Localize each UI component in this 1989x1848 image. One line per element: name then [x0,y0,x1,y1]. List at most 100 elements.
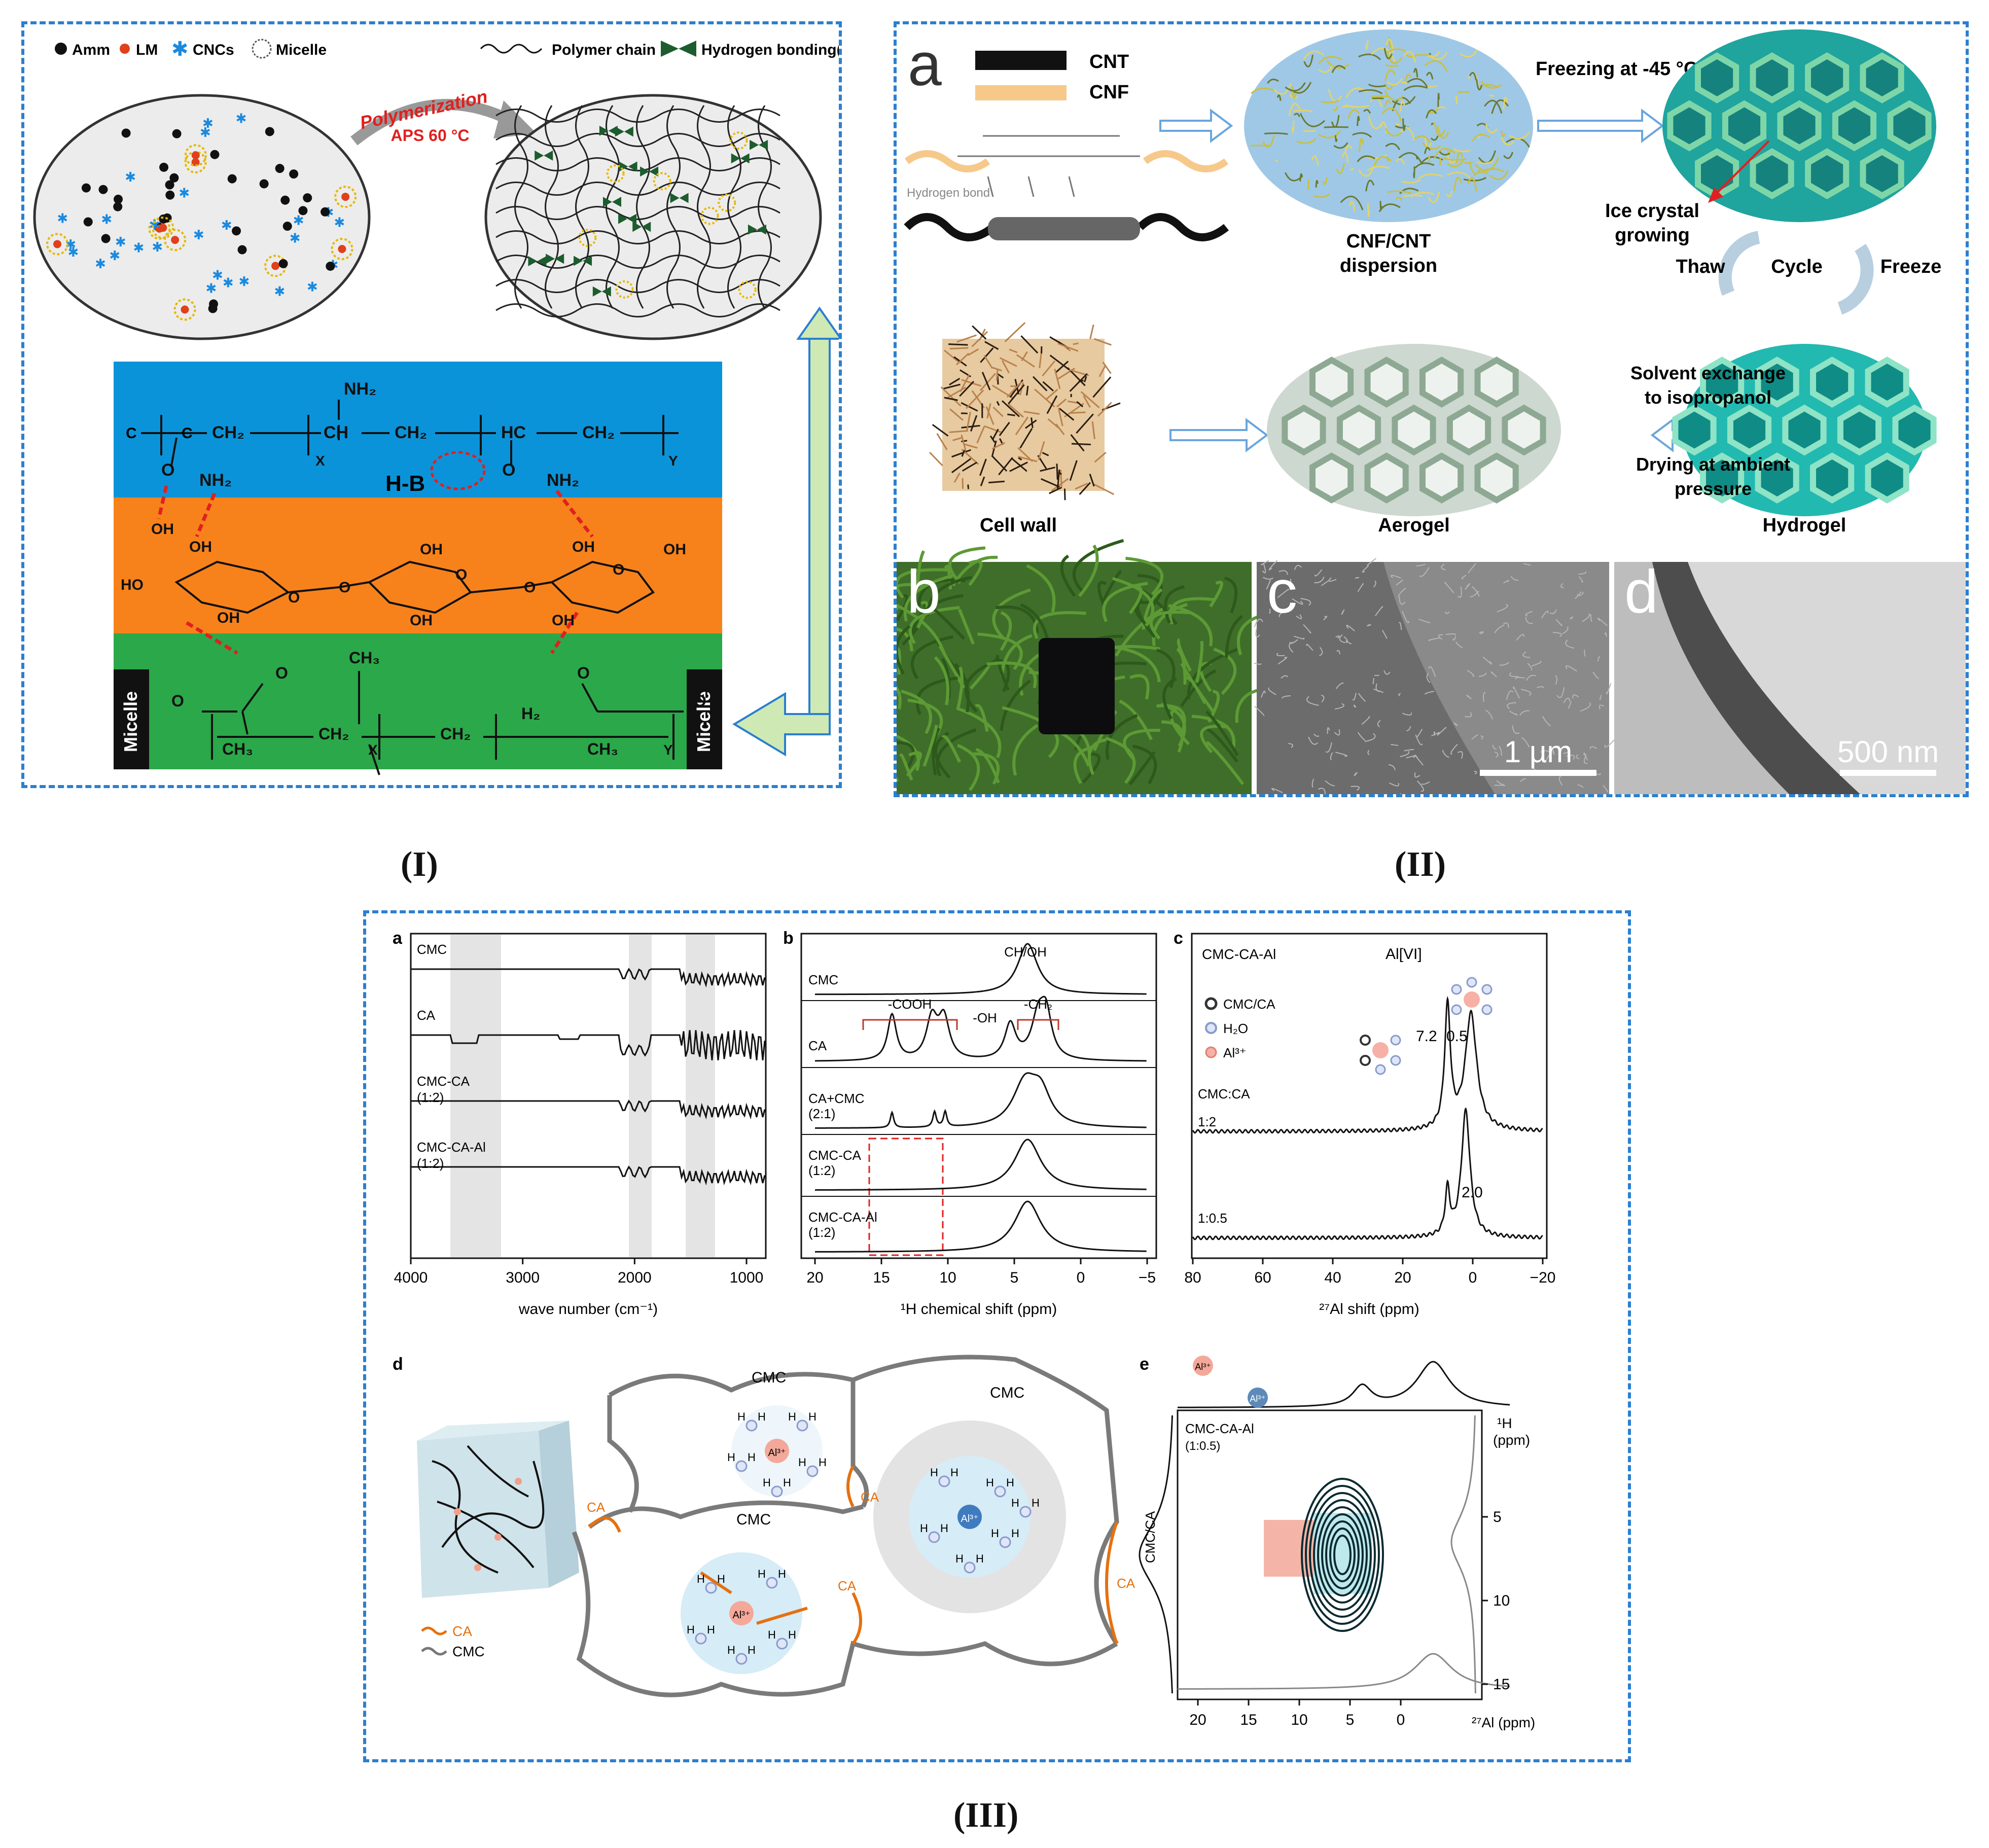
legend-lm: LM [136,42,158,58]
hbond-text: Hydrogen bond [907,186,990,200]
svg-text:✱: ✱ [238,274,250,289]
h-atom: H [748,1451,756,1464]
svg-text:CMC-CA: CMC-CA [808,1148,862,1163]
svg-text:(2:1): (2:1) [808,1106,835,1121]
svg-text:✱: ✱ [206,281,217,296]
tick-label: 0 [1077,1269,1085,1286]
svg-text:✱: ✱ [212,267,223,282]
svg-text:CA: CA [417,1008,436,1023]
cell-wall-block [929,322,1121,501]
svg-text:OH: OH [663,541,686,558]
svg-text:✱: ✱ [152,239,163,255]
aps-label: APS 60 °C [390,126,469,145]
svg-text:CMC-CA-Al: CMC-CA-Al [808,1210,877,1225]
h-atom: H [808,1410,816,1423]
svg-text:✱: ✱ [307,279,318,295]
acrylamide-structure: NH₂ CH₂ CH CH₂ HC CH₂ X Y O NH₂ O NH₂ [161,379,678,490]
solvent-label-2: to isopropanol [1645,387,1771,408]
plot-c-legend-h2o: H₂O [1223,1021,1248,1036]
svg-text:(1:2): (1:2) [808,1163,835,1178]
panel-ii-a-label: a [908,30,942,98]
svg-text:✱: ✱ [274,284,286,299]
tick-label: −20 [1530,1269,1556,1286]
hydrogel-label: Hydrogel [1763,515,1846,536]
network-cube [417,1420,579,1598]
freeze-label: Freeze [1880,256,1941,277]
svg-text:(1:2): (1:2) [417,1156,444,1171]
plot-b-frame [800,933,1157,1259]
plot-d-label: d [393,1355,403,1374]
tick-label: 15 [873,1269,890,1286]
plot-c-legend-al: Al³⁺ [1223,1045,1247,1060]
plot-b-label: b [783,929,794,948]
h-atom: H [788,1410,796,1423]
nmr-trace-labels: CMC CA CA+CMC (2:1) CMC-CA (1:2) CMC-CA-… [808,972,877,1240]
tick-label: 20 [1189,1712,1206,1728]
tick-label: 15 [1240,1712,1257,1728]
h-atom: H [950,1466,958,1479]
legend-cmc: CMC [452,1644,485,1659]
h-atom: H [758,1568,766,1580]
svg-text:HC: HC [501,423,526,442]
tick-label: 5 [1010,1269,1019,1286]
svg-text:✱: ✱ [223,275,234,291]
h-atom: H [778,1568,786,1580]
panel-iii-frame [363,910,1631,1762]
svg-text:✱: ✱ [236,111,247,126]
monomer-ellipse [33,94,371,340]
svg-text:Y: Y [663,742,673,758]
svg-text:X: X [315,453,325,469]
photo-d-label: d [1624,558,1658,626]
legend-micelle: Micelle [276,42,327,58]
h-atom: H [1006,1476,1014,1489]
h-atom: H [955,1552,964,1565]
svg-text:O: O [613,561,624,578]
svg-text:OH: OH [572,539,595,555]
h-atom: H [707,1623,715,1636]
svg-text:NH₂: NH₂ [199,471,232,490]
legend-amm: Amm [72,42,110,58]
ice-label-1: Ice crystal [1605,200,1699,222]
svg-text:O: O [339,579,350,596]
svg-text:O: O [694,692,706,710]
h-atom: H [1011,1497,1019,1509]
al-ion-1: Al³⁺ [768,1447,786,1459]
svg-text:OH: OH [189,539,212,555]
cycle-label: Cycle [1771,256,1822,277]
plot-a-label: a [393,929,403,948]
micelle-left-label: Micelle [120,691,141,752]
tick-label: 4000 [394,1269,428,1286]
svg-text:CA: CA [808,1038,827,1053]
plot-c-label: c [1174,929,1183,948]
al-ion-3: Al³⁺ [733,1610,751,1621]
svg-text:OH: OH [151,521,174,538]
plot-e-ylabel: CMC/CA [1143,1511,1158,1563]
svg-text:O: O [455,566,467,583]
tick-label: 1000 [730,1269,764,1286]
h-atom: H [1032,1497,1040,1509]
svg-text:CH₃: CH₃ [222,740,253,758]
svg-text:CMC-CA-Al: CMC-CA-Al [417,1140,486,1155]
svg-text:✱: ✱ [109,248,120,263]
svg-text:CA: CA [587,1500,606,1515]
tick-label: 5 [1493,1509,1502,1525]
h-atom: H [748,1644,756,1656]
plot-e-title: CMC-CA-Al [1185,1421,1254,1436]
band-green [114,633,722,769]
svg-text:OH: OH [552,612,575,629]
svg-text:CMC: CMC [990,1384,1024,1401]
svg-text:✱: ✱ [179,185,190,200]
svg-text:✱: ✱ [334,215,345,230]
svg-text:O: O [524,579,536,596]
svg-text:✱: ✱ [200,125,211,140]
ratio-title: CMC:CA [1198,1086,1250,1101]
cell-wall-label: Cell wall [980,515,1057,536]
svg-text:CH₂: CH₂ [212,423,244,442]
svg-text:OH: OH [410,612,433,629]
h-atom: H [687,1623,695,1636]
tick-label: 0 [1469,1269,1477,1286]
photo-c-label: c [1267,558,1297,626]
legend-cncs: CNCs [193,42,234,58]
h-atom: H [717,1573,725,1585]
cnf-label: CNF [1089,82,1129,103]
